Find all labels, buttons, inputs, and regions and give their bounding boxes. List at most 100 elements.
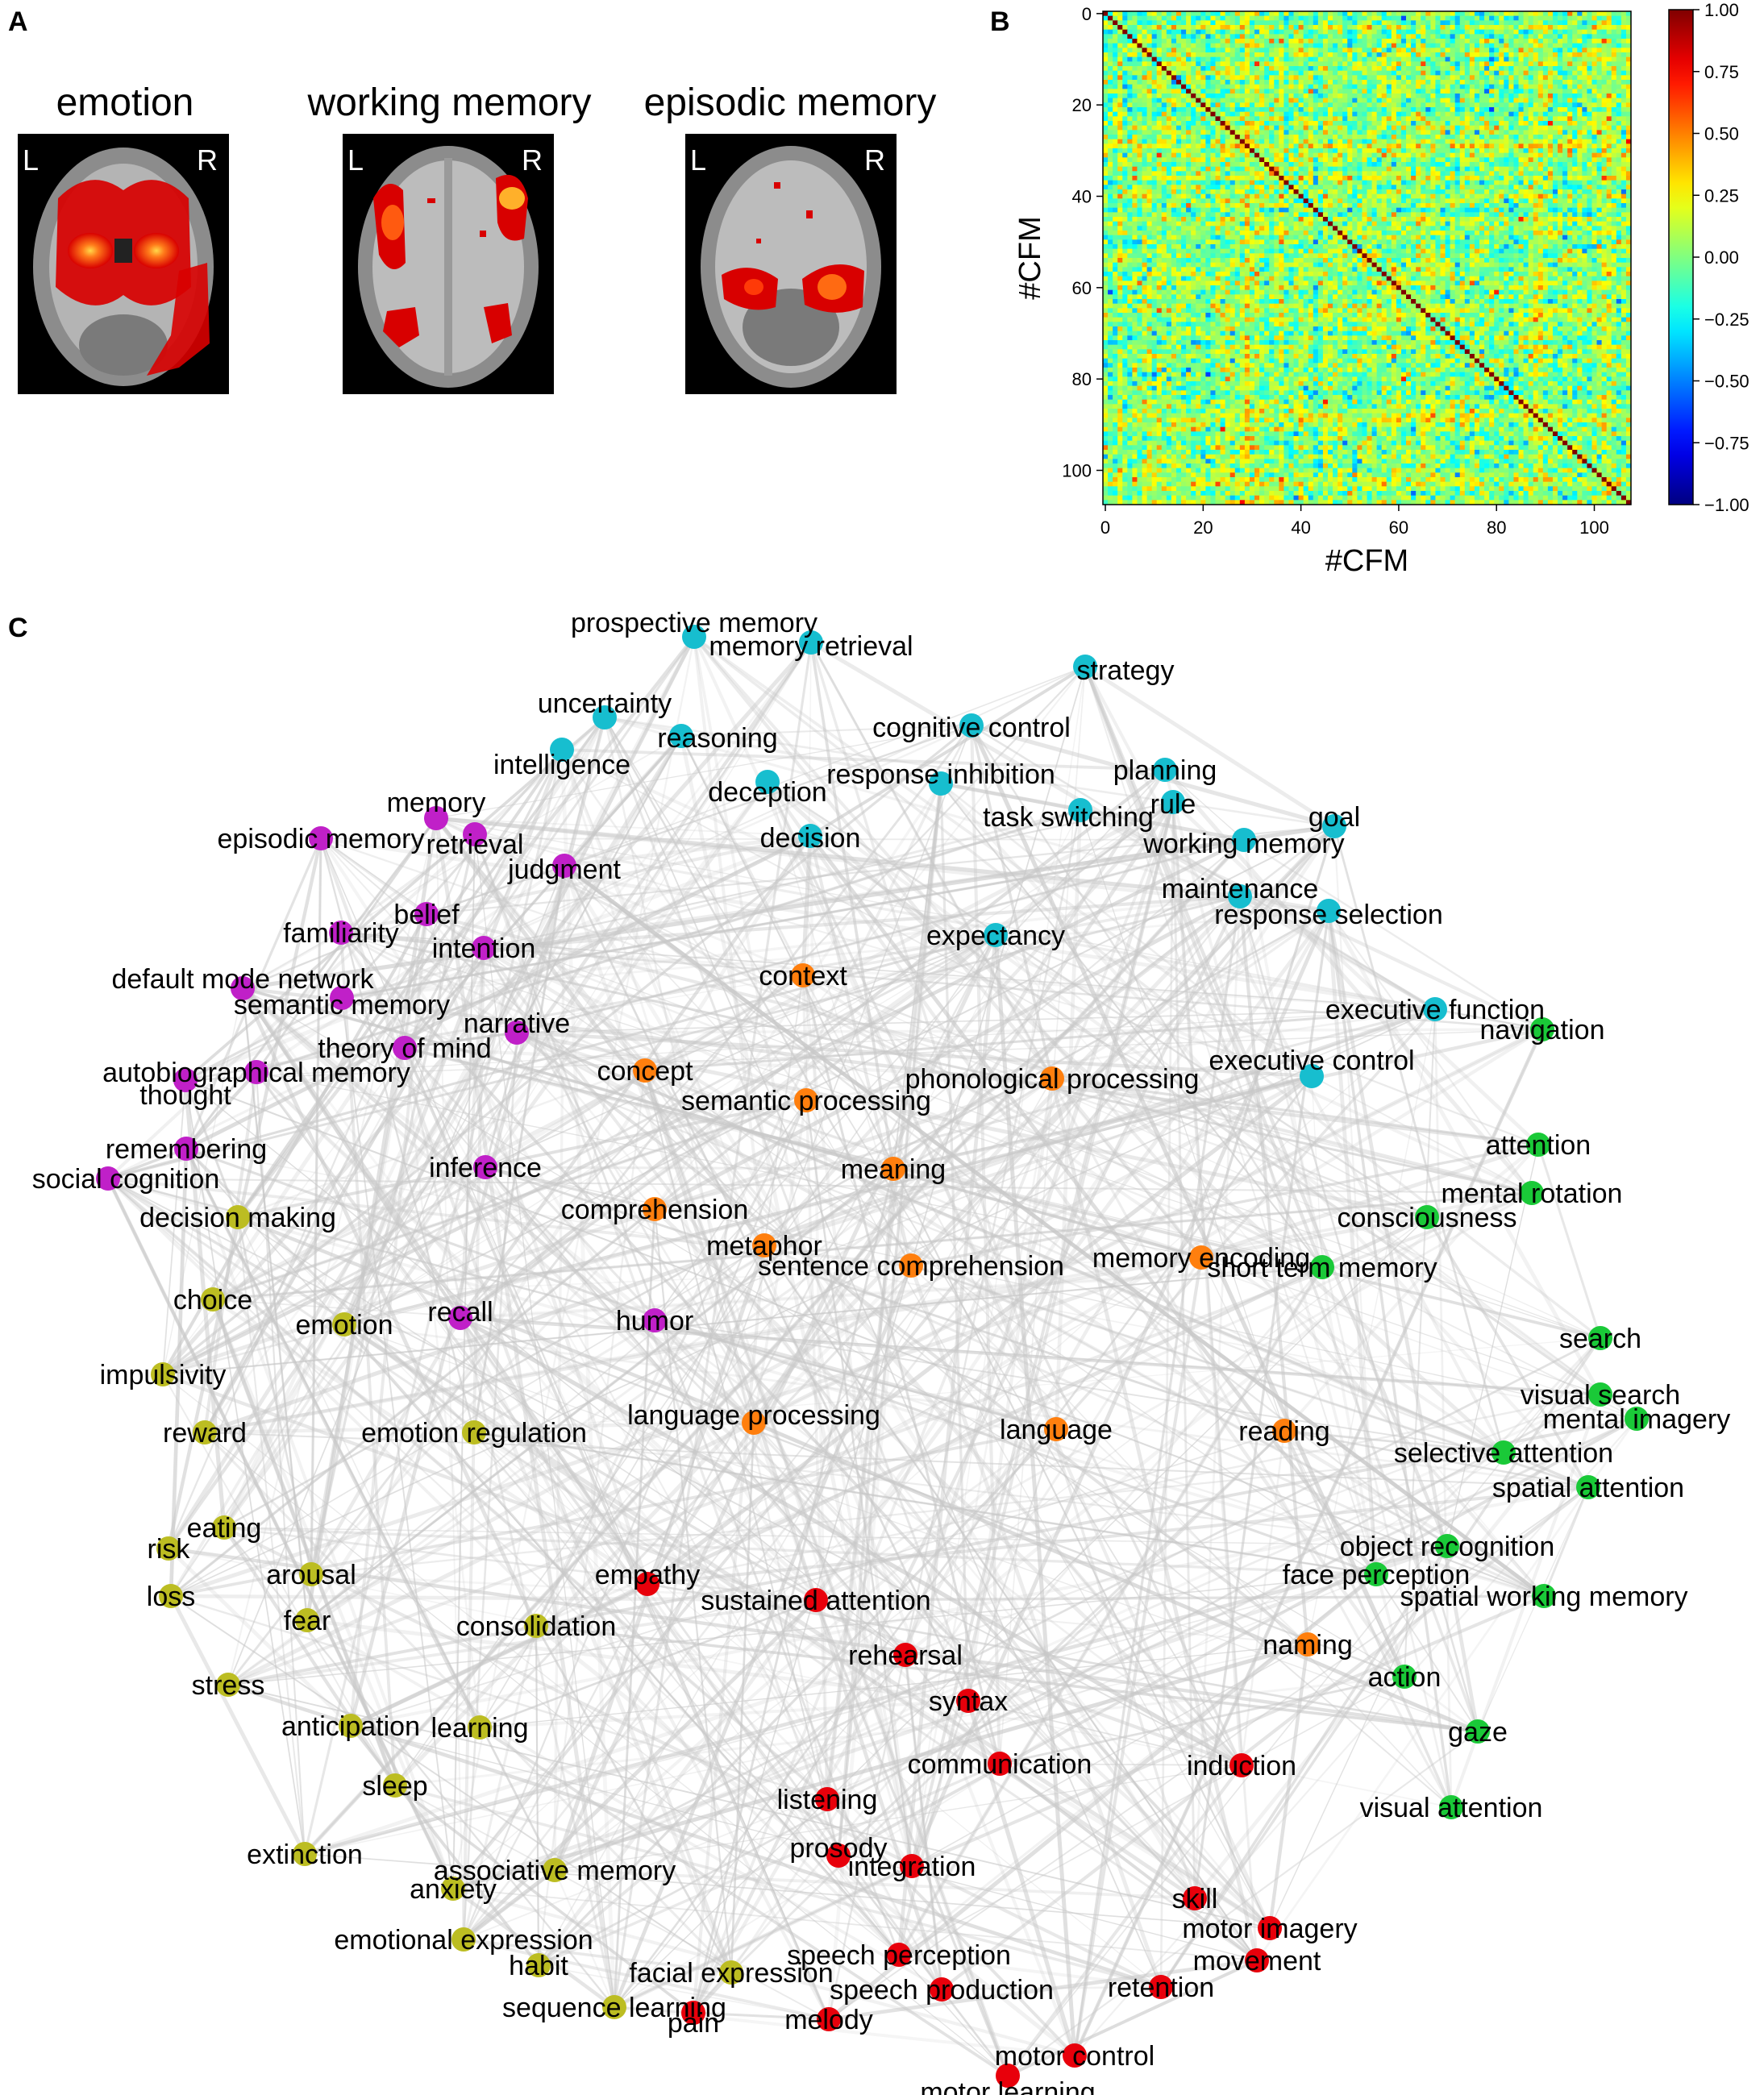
node-movement [1245,1948,1269,1972]
network-edge [204,1215,1428,1435]
network-edge [646,1028,1544,1586]
node-label: sleep [362,1771,427,1802]
node-label: context [759,961,847,991]
network-edge [473,1337,1601,1433]
network-edge [340,931,1545,1598]
network-edge [561,748,1166,771]
network-edge [553,1428,1058,1872]
network-edge [516,1031,1202,1259]
network-edge [393,1784,695,2014]
network-edge [1269,1545,1448,1929]
node-habit [526,1953,551,1977]
network-edge [535,1624,1076,2057]
node-sequence-learning [602,1995,626,2019]
node-label: retention [1108,1972,1214,2003]
brain-image-emotion [33,148,214,386]
node-label: melody [784,2005,873,2035]
network-edge [1434,1008,1543,1030]
network-edge [971,723,1335,829]
network-edge [563,865,970,1702]
heatmap-frame [1102,10,1632,505]
network-edge [435,817,464,1940]
network-edge [227,865,565,1686]
network-edge [242,987,1405,1677]
network-edge [1239,894,1329,913]
node-label: syntax [929,1686,1008,1717]
node-label: working memory [1142,829,1344,859]
node-label: visual search [1521,1380,1680,1411]
node-decision [798,824,822,848]
network-edge [162,1374,900,1956]
network-edge [815,1428,1057,1602]
network-edge [995,933,1539,1146]
network-edge [554,1336,1601,1872]
node-label: concept [597,1056,693,1087]
node-label: attention [1486,1130,1591,1161]
node-reward [193,1420,217,1444]
node-label: spatial working memory [1400,1582,1687,1612]
network-edge [763,1008,1436,1247]
network-edge [212,1191,1533,1301]
network-edge [563,864,1546,1598]
network-edge [561,749,807,1101]
node-narrative [505,1020,529,1045]
node-label: choice [173,1285,252,1316]
network-edge [310,1316,462,1576]
network-edge [898,1266,1323,1956]
network-edge [654,1320,1504,1453]
network-edge [826,783,942,1800]
node-context [791,963,815,987]
network-edge [106,1178,456,1889]
network-edge [341,838,1245,1000]
node-object-recognition [1435,1534,1459,1558]
network-edge [647,725,972,1585]
node-maintenance [1228,884,1252,908]
network-edge [910,1143,1539,1267]
node-label: intelligence [493,750,630,780]
network-edge [911,1594,1545,1868]
network-edge [473,1432,1377,1575]
network-edge [647,1486,1589,1586]
network-edge [223,717,606,1528]
network-edge [752,1099,808,1424]
node-label: associative memory [434,1856,676,1886]
node-label: empathy [595,1560,700,1590]
network-edge [837,1429,1286,1857]
node-label: search [1559,1324,1641,1354]
node-extinction [293,1842,317,1866]
node-label: remembering [106,1134,267,1165]
node-concept [633,1058,657,1083]
network-edge [212,1099,807,1301]
network-edge [212,1166,486,1301]
node-label: object recognition [1340,1532,1555,1562]
network-edge [223,909,1329,1529]
network-edge [838,1417,1637,1857]
network-edge [320,838,655,1210]
network-edge [107,933,996,1180]
network-edge [516,735,682,1033]
network-edge [472,865,566,1433]
network-edge [349,1215,1429,1728]
network-edge [479,1644,1308,1728]
network-edge [343,1322,1271,1931]
network-edge [241,987,309,1621]
network-edge [1055,1008,1437,1431]
node-label: speech production [830,1975,1054,2006]
network-edge [462,1032,518,1940]
network-edge [826,1417,1637,1801]
y-tick-label: 20 [1072,95,1092,115]
network-edge [603,717,840,1856]
node-short-term-memory [1310,1255,1334,1279]
network-edge [473,833,840,1856]
y-tick-label: 100 [1062,461,1092,481]
node-executive-control [1300,1064,1324,1088]
node-label: executive control [1209,1045,1414,1076]
network-edge [1051,1077,1539,1146]
network-edge [343,1324,1479,1732]
network-edge [304,1644,1308,1855]
network-edge [940,1486,1590,1991]
network-edge [1051,1078,1202,1258]
network-edge [227,1077,1053,1686]
colorbar-tick-label: 1.00 [1704,0,1739,20]
